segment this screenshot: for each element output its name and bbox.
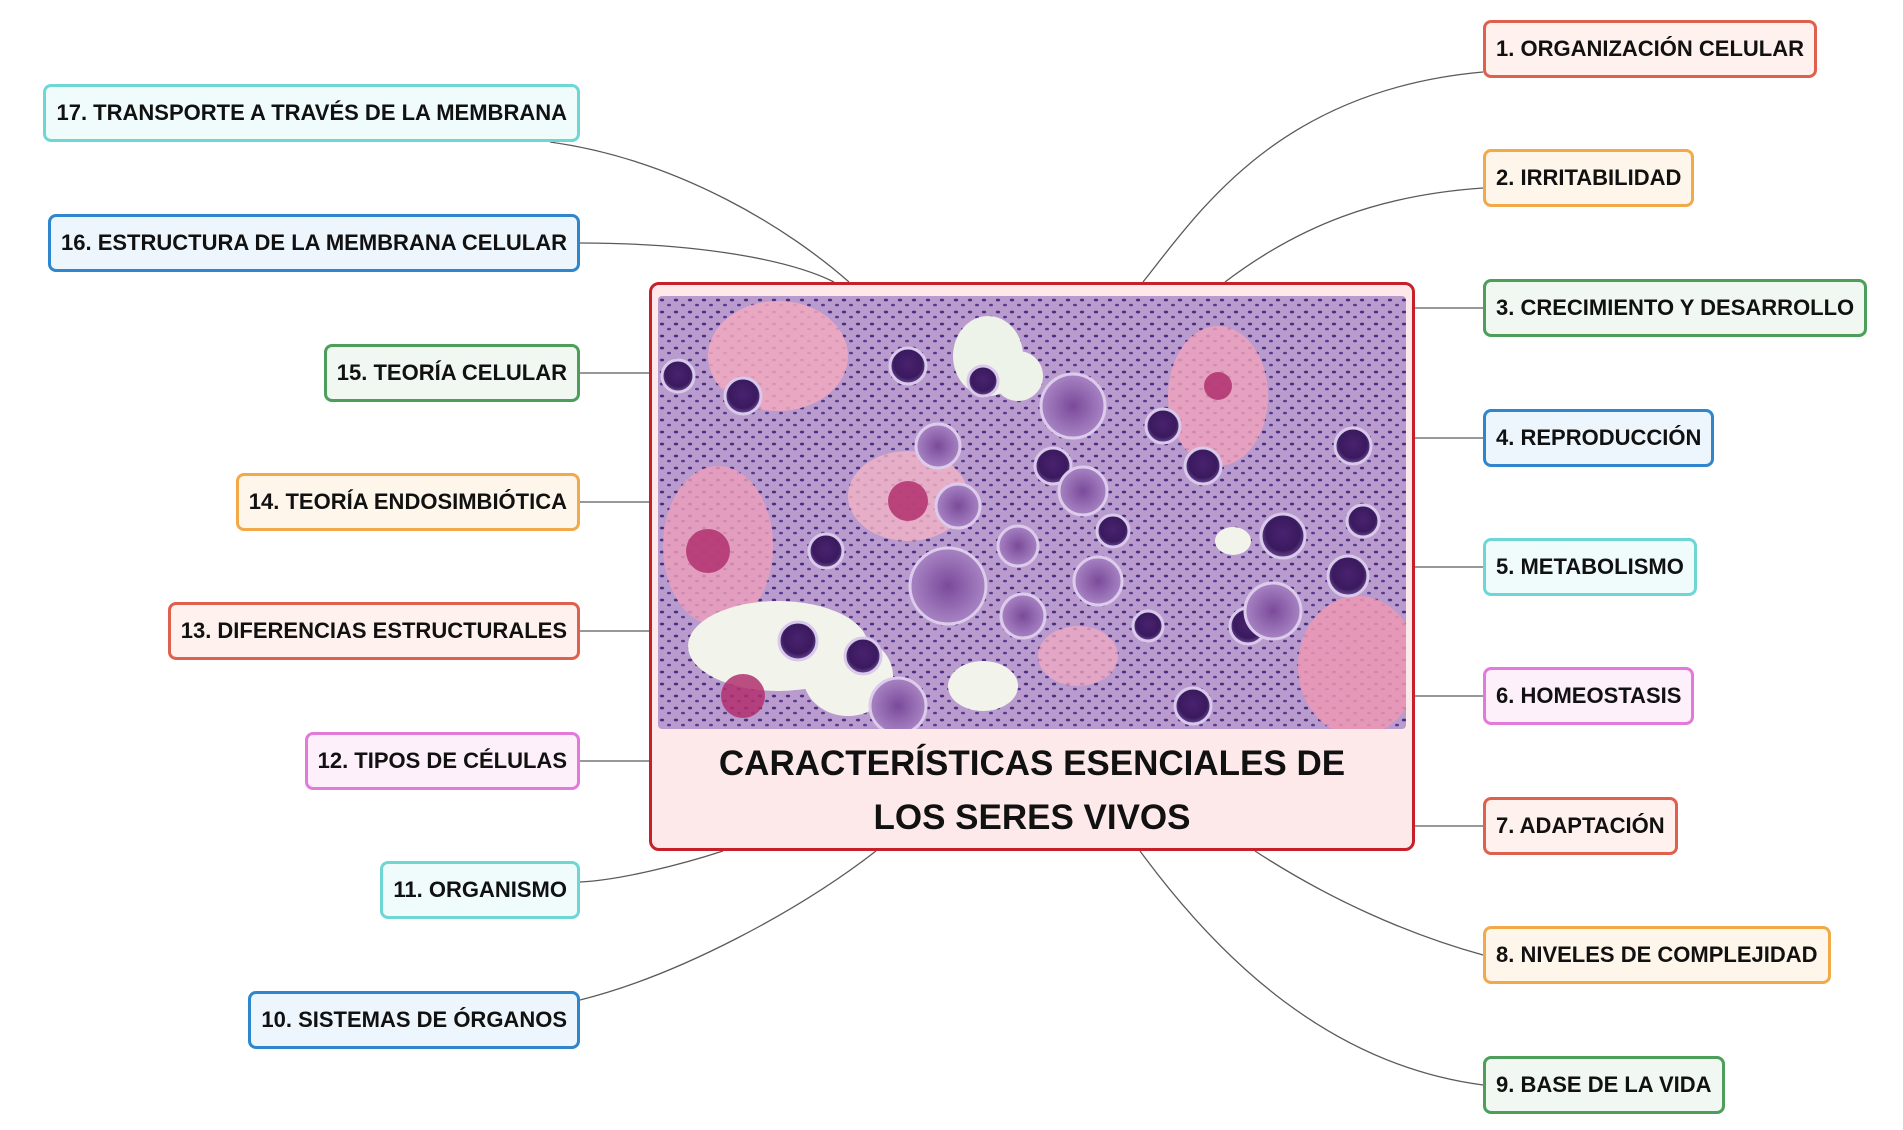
connector-11: [579, 850, 724, 883]
topic-reproduccion[interactable]: 4. REPRODUCCIÓN: [1483, 409, 1715, 467]
topic-metabolismo[interactable]: 5. METABOLISMO: [1483, 538, 1697, 596]
connector-2: [1224, 187, 1484, 283]
connector-8: [1254, 850, 1484, 956]
topic-sistemas-de-organos[interactable]: 10. SISTEMAS DE ÓRGANOS: [248, 991, 580, 1049]
central-topic[interactable]: CARACTERÍSTICAS ESENCIALES DE LOS SERES …: [649, 282, 1415, 851]
connector-1: [1142, 71, 1484, 283]
topic-teoria-celular[interactable]: 15. TEORÍA CELULAR: [323, 344, 580, 402]
central-topic-title: CARACTERÍSTICAS ESENCIALES DE LOS SERES …: [718, 743, 1346, 837]
topic-estructura-de-la-membrana-celular[interactable]: 16. ESTRUCTURA DE LA MEMBRANA CELULAR: [48, 214, 580, 272]
topic-organizacion-celular[interactable]: 1. ORGANIZACIÓN CELULAR: [1483, 20, 1817, 78]
connector-10: [579, 850, 877, 1001]
topic-organismo[interactable]: 11. ORGANISMO: [380, 861, 580, 919]
topic-niveles-de-complejidad[interactable]: 8. NIVELES DE COMPLEJIDAD: [1483, 926, 1831, 984]
connector-16: [579, 242, 835, 283]
connector-9: [1139, 850, 1484, 1086]
topic-teoria-endosimbiotica[interactable]: 14. TEORÍA ENDOSIMBIÓTICA: [235, 473, 580, 531]
topic-base-de-la-vida[interactable]: 9. BASE DE LA VIDA: [1483, 1056, 1725, 1114]
connector-17: [549, 141, 850, 283]
topic-diferencias-estructurales[interactable]: 13. DIFERENCIAS ESTRUCTURALES: [167, 602, 580, 660]
topic-tipos-de-celulas[interactable]: 12. TIPOS DE CÉLULAS: [304, 732, 580, 790]
topic-irritabilidad[interactable]: 2. IRRITABILIDAD: [1483, 149, 1695, 207]
topic-transporte-a-traves-de-la-membrana[interactable]: 17. TRANSPORTE A TRAVÉS DE LA MEMBRANA: [43, 84, 580, 142]
histology-micrograph-image: [658, 296, 1406, 729]
topic-adaptacion[interactable]: 7. ADAPTACIÓN: [1483, 797, 1678, 855]
topic-homeostasis[interactable]: 6. HOMEOSTASIS: [1483, 667, 1695, 725]
topic-crecimiento-y-desarrollo[interactable]: 3. CRECIMIENTO Y DESARROLLO: [1483, 279, 1868, 337]
